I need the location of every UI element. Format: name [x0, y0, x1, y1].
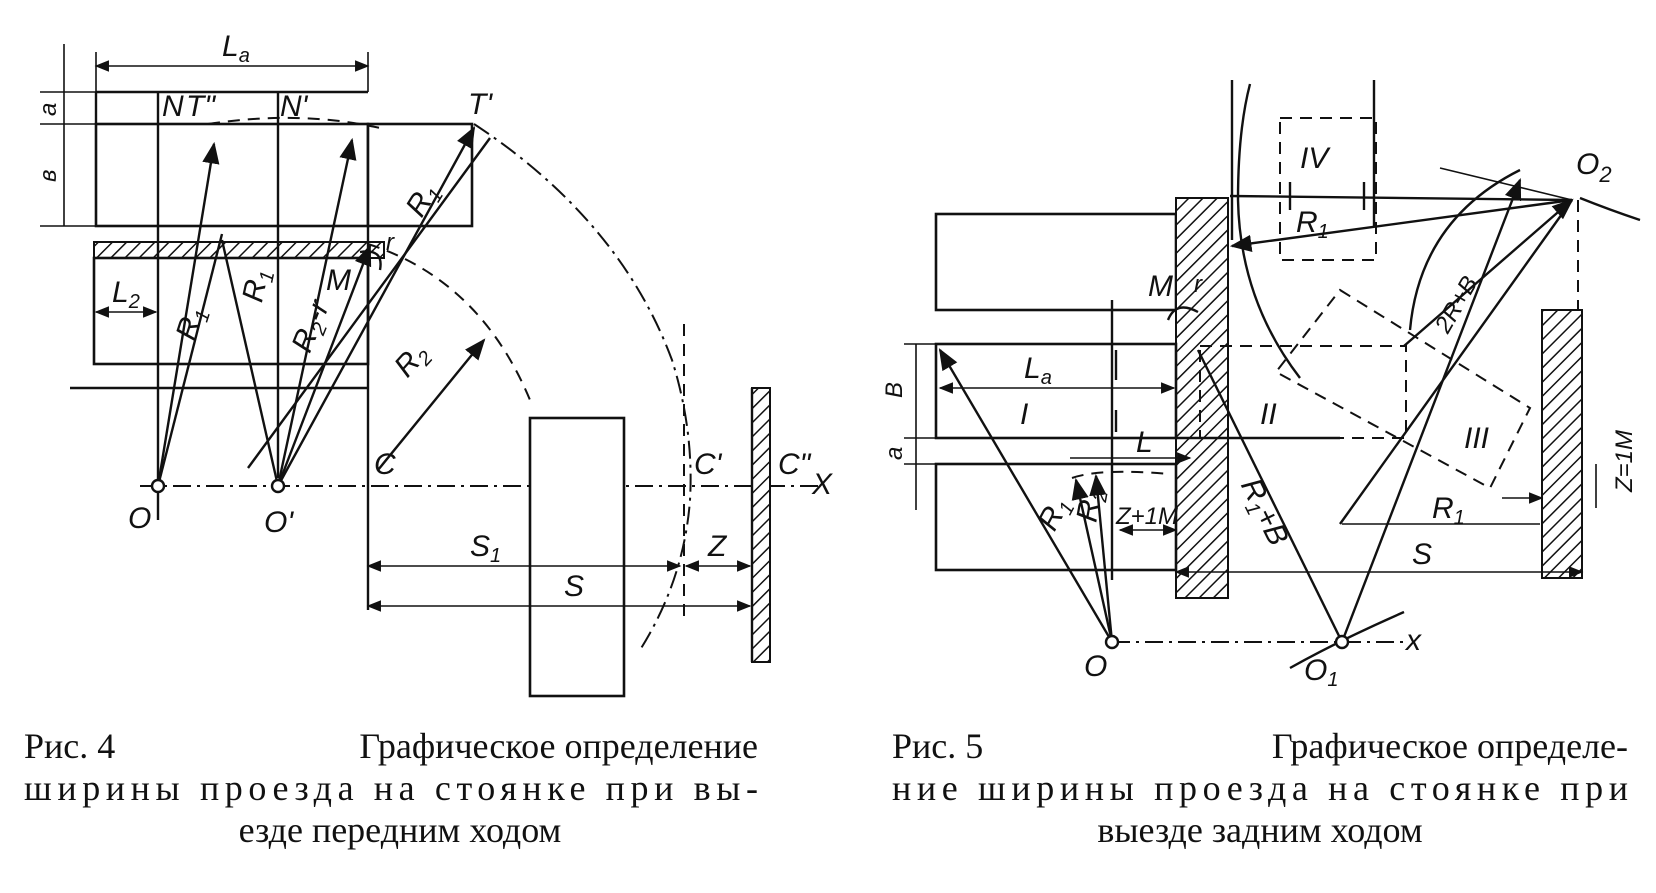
fig5-label-z1m: Z+1M: [1115, 503, 1178, 530]
figure-4: La a в L2: [24, 30, 833, 850]
fig5-arc-m: [1166, 306, 1199, 321]
fig5-label-x: x: [1404, 624, 1422, 657]
fig5-caption-line2: ние ширины проезда на стоянке при: [892, 768, 1628, 808]
fig5-label-o1: O1: [1304, 654, 1338, 691]
fig5-parked-car-top: [934, 212, 1178, 312]
fig4-label-o: O: [128, 502, 151, 535]
fig5-ray-o2-r: [1439, 167, 1573, 201]
fig4-label-s1: S1: [470, 530, 501, 567]
fig4-label-n: N: [162, 90, 184, 123]
fig5-car-iii: [1274, 288, 1532, 490]
fig4-ray-o-t2: [156, 141, 220, 487]
fig4-caption-line2: ширины проезда на стоянке при вы-: [24, 768, 758, 808]
fig5-label-l: L: [1136, 426, 1153, 459]
fig4-ray-o1-up: [276, 137, 357, 487]
fig4-ray-o-m: [156, 233, 224, 487]
fig5-ray-o-r1: [938, 348, 1114, 643]
fig5-ray-o-r2: [1089, 473, 1114, 643]
fig5-label-r1-right: R1: [1432, 492, 1465, 529]
fig4-arc-r1-large: [473, 123, 692, 651]
fig5-caption-line1: Графическое определе-: [1272, 726, 1628, 766]
fig5-label-iv: IV: [1300, 142, 1331, 175]
fig5-label-a: a: [881, 447, 908, 460]
fig4-label-m: M: [326, 264, 351, 297]
fig4-caption-line1: Графическое определение: [359, 726, 758, 766]
fig5-label-m: M: [1148, 270, 1173, 303]
fig4-ray-o1-t1: [276, 126, 476, 487]
fig4-point-o1: [270, 478, 286, 494]
fig4-label-b: в: [35, 169, 62, 182]
fig5-car-ii: [1199, 345, 1407, 439]
fig4-point-o: [150, 478, 166, 494]
fig5-label-iii: III: [1464, 422, 1489, 455]
fig5-o2-tail: [1579, 196, 1641, 222]
figure-5: B a: [881, 80, 1641, 850]
fig5-label-r2: R2: [1071, 486, 1113, 525]
fig5-caption-number: Рис. 5: [892, 726, 983, 766]
fig5-label-r1b: R1+B: [1231, 473, 1295, 552]
fig5-arc-r2: [1071, 470, 1171, 479]
fig5-arc-o2: [1408, 168, 1521, 331]
fig5-label-i: I: [1020, 398, 1028, 431]
fig4-caption-number: Рис. 4: [24, 726, 115, 766]
fig5-ray-o1-o2: [1340, 177, 1522, 643]
fig4-arc-r-small: [359, 250, 382, 271]
fig5-label-o: O: [1084, 650, 1107, 683]
fig5-point-o1: [1334, 634, 1350, 650]
fig4-label-c1: C': [694, 448, 723, 481]
fig4-moving-car: [528, 416, 626, 698]
fig4-label-z: Z: [707, 530, 728, 563]
fig4-label-r: r: [386, 229, 395, 256]
fig4-label-o1: O': [264, 506, 294, 539]
fig5-hatched-wall: [1175, 197, 1229, 599]
fig4-label-r2: R2: [388, 337, 437, 386]
fig4-label-a: a: [35, 103, 62, 116]
fig5-point-o: [1104, 634, 1120, 650]
fig4-parked-car-top: [94, 122, 370, 228]
fig4-hatched-curb: [93, 241, 385, 259]
fig5-ray-o2-left: [1229, 198, 1573, 252]
fig5-ray-o2-down: [1339, 199, 1573, 525]
fig5-label-2r-b: 2R+B: [1429, 272, 1483, 339]
fig5-label-la: La: [1024, 352, 1052, 389]
fig4-caption-line3: езде передним ходом: [239, 810, 562, 850]
fig5-curve-left: [1236, 83, 1301, 379]
fig4-label-c2: C": [778, 448, 812, 481]
fig4-label-t2: T": [186, 90, 216, 123]
fig5-car-iv: [1279, 117, 1377, 261]
fig5-ray-o1-m: [1196, 349, 1344, 643]
fig5-car-b: [934, 342, 1178, 440]
fig4-label-r1-b: R1: [236, 266, 279, 306]
fig5-label-b: B: [881, 382, 908, 398]
fig4-label-n1: N': [280, 90, 309, 123]
fig4-label-s: S: [564, 570, 584, 603]
fig4-label-r2-r: R2-r: [286, 295, 340, 359]
fig5-label-z1m-right: Z=1M: [1611, 430, 1638, 493]
fig5-label-ii: II: [1260, 398, 1277, 431]
fig5-label-r1-top: R1: [1296, 206, 1329, 243]
fig5-label-o2: O2: [1576, 148, 1612, 187]
fig4-label-c: C: [374, 448, 396, 481]
fig4-label-x: X: [811, 468, 833, 501]
fig5-label-s: S: [1412, 538, 1432, 571]
fig5-ray-o2-2rb: [1403, 198, 1574, 347]
fig5-car-a: [934, 462, 1178, 572]
fig4-right-wall: [751, 387, 771, 663]
fig4-arc-top-small: [207, 116, 381, 129]
fig5-caption-line3: выезде задним ходом: [1097, 810, 1422, 850]
fig5-ray-o-r1b: [1071, 477, 1114, 643]
fig4-ray-r2: [377, 338, 486, 471]
fig4-ray-o1-long: [247, 137, 491, 469]
fig4-ray-o1-left: [220, 239, 280, 487]
fig5-ray-o2-top: [1229, 194, 1573, 202]
fig5-right-wall: [1541, 309, 1583, 579]
fig4-label-t1: T': [468, 88, 493, 121]
fig4-label-la: La: [222, 30, 250, 67]
fig5-label-r: r: [1194, 271, 1203, 298]
fig4-label-l2: L2: [112, 276, 140, 313]
fig4-arc-r2: [367, 243, 531, 401]
